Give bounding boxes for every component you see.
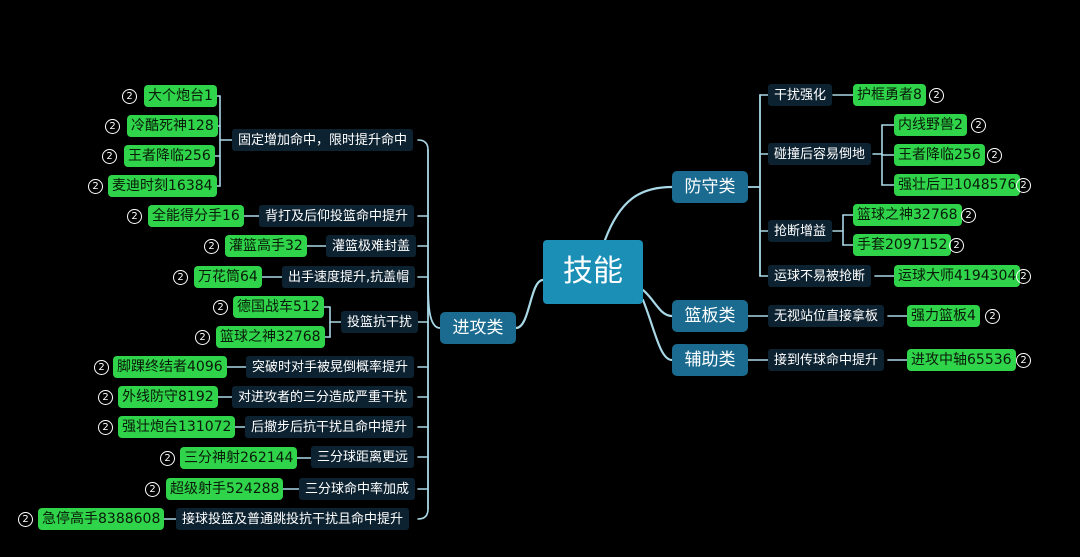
skill-attack-6-1: 脚踝终结者4096: [113, 356, 227, 378]
skill-defense-3-1: 篮球之神32768: [853, 204, 962, 226]
defense-condition-2: 碰撞后容易倒地: [768, 143, 872, 165]
skill-attack-8-1: 强壮炮台131072: [118, 416, 236, 438]
attack-condition-5: 投篮抗干扰: [341, 311, 419, 333]
skill-attack-9-1: 三分神射262144: [180, 447, 298, 469]
skill-attack-2-1: 全能得分手16: [148, 205, 244, 227]
skill-attack-7-1: 外线防守8192: [118, 386, 218, 408]
skill-attack-1-4: 麦迪时刻16384: [108, 175, 217, 197]
defense-condition-4: 运球不易被抢断: [768, 265, 872, 287]
level-badge-icon: 2: [1016, 269, 1031, 284]
skill-attack-1-3: 王者降临256: [124, 145, 215, 167]
attack-condition-10: 三分球命中率加成: [299, 478, 416, 500]
attack-condition-1: 固定增加命中，限时提升命中: [232, 129, 414, 151]
skill-attack-1-2: 冷酷死神128: [127, 115, 218, 137]
rebound-condition-1: 无视站位直接拿板: [768, 305, 885, 327]
level-badge-icon: 2: [1016, 353, 1031, 368]
skill-rebound-1-1: 强力篮板4: [907, 305, 980, 327]
category-defense: 防守类: [672, 171, 748, 203]
level-badge-icon: 2: [173, 270, 188, 285]
level-badge-icon: 2: [971, 118, 986, 133]
assist-condition-1: 接到传球命中提升: [768, 349, 885, 371]
level-badge-icon: 2: [929, 88, 944, 103]
level-badge-icon: 2: [145, 482, 160, 497]
level-badge-icon: 2: [127, 209, 142, 224]
level-badge-icon: 2: [105, 119, 120, 134]
level-badge-icon: 2: [98, 390, 113, 405]
level-badge-icon: 2: [987, 148, 1002, 163]
root-node: 技能: [543, 240, 643, 304]
skill-defense-3-2: 手套2097152: [853, 234, 952, 256]
skill-attack-1-1: 大个炮台1: [144, 85, 217, 107]
attack-condition-9: 三分球距离更远: [311, 446, 415, 468]
category-assist: 辅助类: [672, 344, 748, 376]
attack-condition-2: 背打及后仰投篮命中提升: [259, 205, 415, 227]
level-badge-icon: 2: [160, 451, 175, 466]
category-rebound: 篮板类: [672, 300, 748, 332]
skill-attack-11-1: 急停高手8388608: [38, 508, 165, 530]
skill-defense-4-1: 运球大师4194304: [894, 265, 1021, 287]
attack-condition-4: 出手速度提升,抗盖帽: [282, 266, 416, 288]
skill-attack-5-1: 德国战车512: [233, 296, 324, 318]
skill-attack-4-1: 万花筒64: [194, 266, 262, 288]
attack-condition-8: 后撤步后抗干扰且命中提升: [245, 416, 414, 438]
defense-condition-3: 抢断增益: [768, 220, 833, 242]
level-badge-icon: 2: [88, 179, 103, 194]
level-badge-icon: 2: [195, 330, 210, 345]
level-badge-icon: 2: [961, 208, 976, 223]
level-badge-icon: 2: [122, 89, 137, 104]
attack-condition-3: 灌篮极难封盖: [326, 235, 417, 257]
defense-condition-1: 干扰强化: [768, 84, 833, 106]
skill-attack-5-2: 篮球之神32768: [216, 326, 325, 348]
level-badge-icon: 2: [949, 238, 964, 253]
level-badge-icon: 2: [1016, 178, 1031, 193]
level-badge-icon: 2: [98, 420, 113, 435]
level-badge-icon: 2: [985, 309, 1000, 324]
skill-defense-1-1: 护框勇者8: [853, 84, 926, 106]
attack-condition-7: 对进攻者的三分造成严重干扰: [232, 386, 414, 408]
skill-defense-2-2: 王者降临256: [894, 144, 985, 166]
skill-attack-10-1: 超级射手524288: [166, 478, 284, 500]
attack-condition-11: 接球投篮及普通跳投抗干扰且命中提升: [176, 508, 410, 530]
skill-defense-2-1: 内线野兽2: [894, 114, 967, 136]
level-badge-icon: 2: [94, 360, 109, 375]
level-badge-icon: 2: [204, 239, 219, 254]
level-badge-icon: 2: [18, 512, 33, 527]
level-badge-icon: 2: [102, 149, 117, 164]
attack-condition-6: 突破时对手被晃倒概率提升: [246, 356, 415, 378]
skill-assist-1-1: 进攻中轴65536: [907, 349, 1016, 371]
level-badge-icon: 2: [213, 300, 228, 315]
skill-defense-2-3: 强壮后卫1048576: [894, 174, 1021, 196]
category-attack: 进攻类: [440, 312, 516, 344]
skill-attack-3-1: 灌篮高手32: [225, 235, 307, 257]
